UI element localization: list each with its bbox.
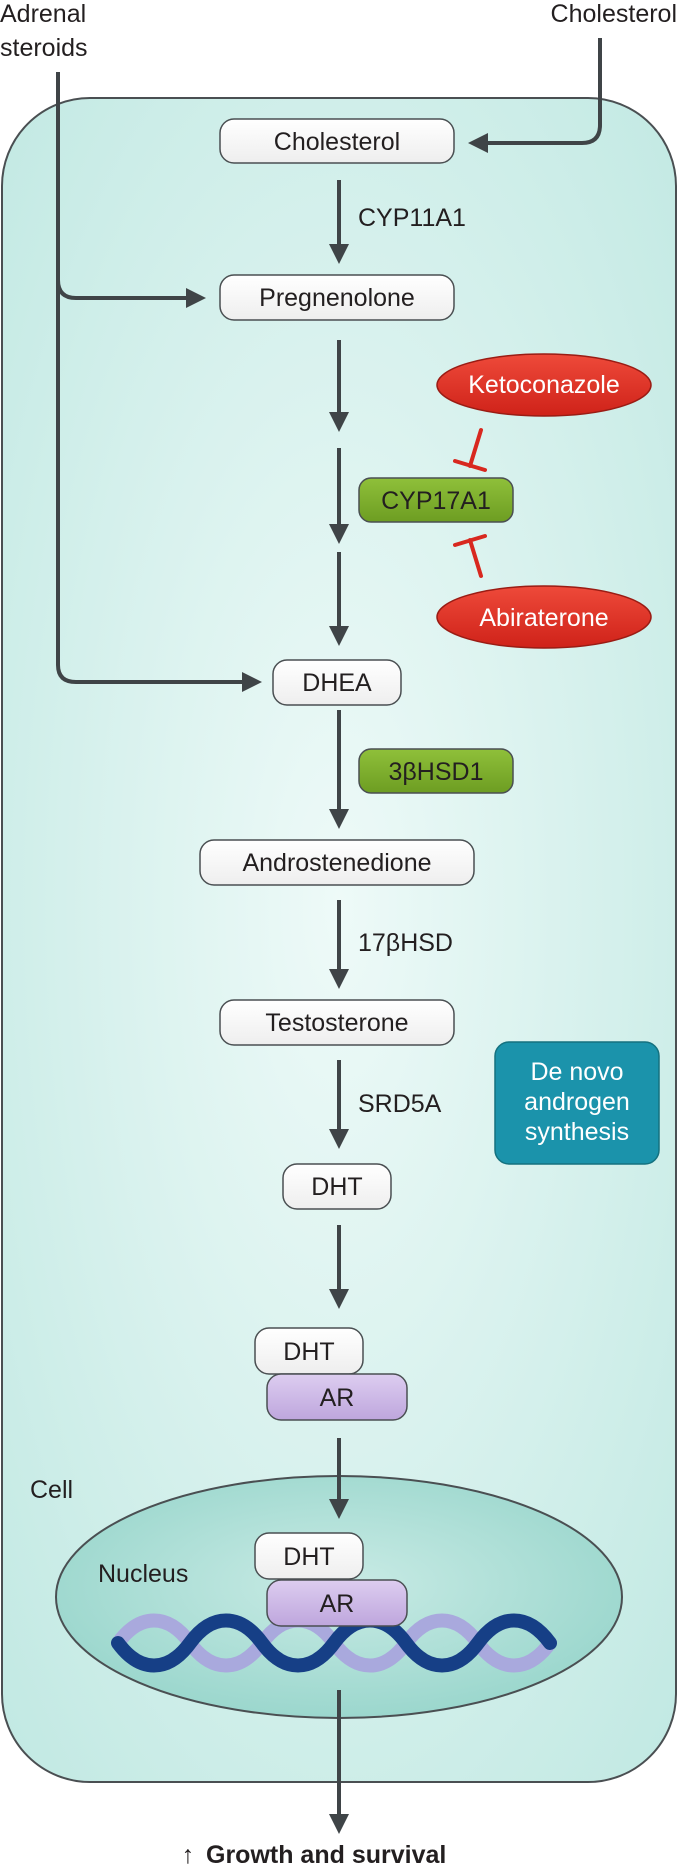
hsd3b1-label: 3βHSD1 — [389, 758, 484, 786]
ar-nuclear-label: AR — [320, 1590, 355, 1618]
cyp11a1-label: CYP11A1 — [358, 204, 466, 232]
hsd3b1-box — [358, 748, 514, 794]
de-novo-label-line1: De novo — [530, 1058, 623, 1086]
growth-up-arrow: ↑ — [182, 1841, 195, 1869]
adrenal-label-line1: Adrenal — [0, 0, 86, 28]
abiraterone-label: Abiraterone — [479, 604, 608, 632]
pathway-arrows — [56, 38, 602, 1834]
dht-bound-label: DHT — [283, 1338, 334, 1366]
adrenal-label-line2: steroids — [0, 34, 88, 62]
pregnenolone-label: Pregnenolone — [259, 284, 415, 312]
nucleus-label: Nucleus — [98, 1560, 188, 1588]
inhibit-abiraterone — [453, 534, 487, 578]
testosterone-box — [219, 999, 455, 1046]
dhea-label: DHEA — [302, 669, 372, 697]
ar-nuclear-box — [266, 1579, 408, 1627]
dht-label: DHT — [311, 1173, 362, 1201]
arrow-adrenal-to-pregnenolone — [56, 279, 206, 308]
cholesterol-label: Cholesterol — [274, 128, 400, 156]
androstenedione-box — [199, 839, 475, 886]
de-novo-box — [494, 1041, 660, 1165]
ar-label: AR — [320, 1384, 355, 1412]
testosterone-label: Testosterone — [265, 1009, 408, 1037]
cell-label: Cell — [30, 1476, 73, 1504]
abiraterone-ellipse — [436, 585, 652, 649]
ar-box — [266, 1373, 408, 1421]
hsd17b-label: 17βHSD — [358, 929, 453, 957]
srd5a-label: SRD5A — [358, 1090, 442, 1118]
ketoconazole-ellipse — [436, 353, 652, 417]
arrow-cholesterol-import — [468, 38, 602, 153]
ketoconazole-label: Ketoconazole — [468, 371, 620, 399]
inhibit-ketoconazole — [453, 428, 487, 472]
inhibition-symbols — [453, 428, 487, 578]
cyp17a1-label: CYP17A1 — [381, 487, 491, 515]
dht-box — [282, 1163, 392, 1210]
dhea-box — [272, 659, 402, 706]
dna-helix — [111, 1613, 557, 1673]
node-boxes — [199, 118, 660, 1627]
arrow-adrenal-line — [56, 72, 262, 692]
de-novo-label-line3: synthesis — [525, 1118, 629, 1146]
de-novo-label-line2: androgen — [524, 1088, 630, 1116]
cholesterol-box — [219, 118, 455, 164]
cyp17a1-box — [358, 477, 514, 523]
growth-label: Growth and survival — [206, 1841, 446, 1869]
pregnenolone-box — [219, 274, 455, 321]
cholesterol-external-label: Cholesterol — [551, 0, 677, 28]
dht-nuclear-label: DHT — [283, 1543, 334, 1571]
androstenedione-label: Androstenedione — [242, 849, 431, 877]
dht-nuclear-box — [254, 1532, 364, 1580]
